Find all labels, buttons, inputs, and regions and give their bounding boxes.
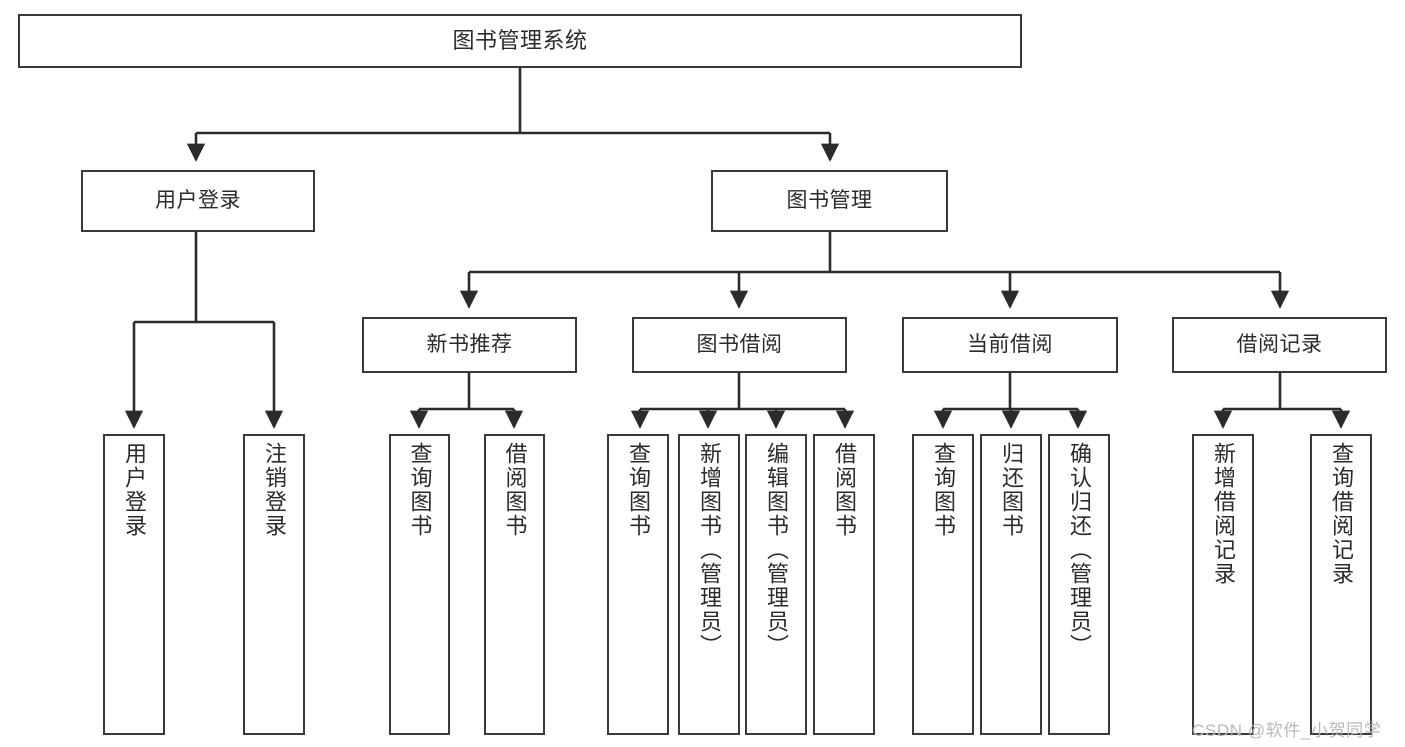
node-label: 编辑图书（管理员） <box>764 442 789 658</box>
leaf-return-books[interactable]: 归还图书 <box>980 434 1042 735</box>
node-label: 确认归还（管理员） <box>1067 442 1092 658</box>
node-label: 注销登录 <box>262 442 287 538</box>
leaf-user-login[interactable]: 用户登录 <box>103 434 165 735</box>
leaf-add-book-admin[interactable]: 新增图书（管理员） <box>678 434 740 735</box>
node-label: 新书推荐 <box>426 333 513 357</box>
node-borrow-record[interactable]: 借阅记录 <box>1172 317 1387 373</box>
node-label: 图书借阅 <box>696 333 783 357</box>
leaf-borrow-books[interactable]: 借阅图书 <box>813 434 875 735</box>
node-label: 查询图书 <box>407 442 433 538</box>
node-label: 借阅图书 <box>502 442 528 538</box>
node-label: 新增图书（管理员） <box>697 442 722 658</box>
node-label: 查询图书 <box>626 442 651 538</box>
node-label: 借阅图书 <box>832 442 857 538</box>
leaf-query-books-borrow[interactable]: 查询图书 <box>607 434 669 735</box>
leaf-query-books-current[interactable]: 查询图书 <box>912 434 974 735</box>
node-new-book-recommend[interactable]: 新书推荐 <box>362 317 577 373</box>
node-label: 用户登录 <box>155 189 241 213</box>
leaf-query-borrow-record[interactable]: 查询借阅记录 <box>1310 434 1372 735</box>
node-label: 图书管理系统 <box>452 27 588 53</box>
node-root-book-management-system[interactable]: 图书管理系统 <box>18 14 1022 68</box>
node-label: 查询借阅记录 <box>1329 442 1354 586</box>
leaf-query-books-recommend[interactable]: 查询图书 <box>389 434 450 735</box>
csdn-watermark: CSDN @软件_小贺同学 <box>1192 721 1382 740</box>
node-user-login[interactable]: 用户登录 <box>81 170 315 232</box>
node-book-borrow[interactable]: 图书借阅 <box>632 317 847 373</box>
node-label: 当前借阅 <box>967 333 1053 357</box>
node-label: 新增借阅记录 <box>1211 442 1236 586</box>
node-current-borrow[interactable]: 当前借阅 <box>902 317 1118 373</box>
node-label: 归还图书 <box>999 442 1024 538</box>
node-book-management[interactable]: 图书管理 <box>711 170 948 232</box>
node-label: 图书管理 <box>786 189 873 213</box>
leaf-edit-book-admin[interactable]: 编辑图书（管理员） <box>745 434 807 735</box>
leaf-confirm-return-admin[interactable]: 确认归还（管理员） <box>1048 434 1110 735</box>
leaf-logout[interactable]: 注销登录 <box>243 434 305 735</box>
leaf-add-borrow-record[interactable]: 新增借阅记录 <box>1192 434 1254 735</box>
node-label: 借阅记录 <box>1236 333 1323 357</box>
leaf-borrow-books-recommend[interactable]: 借阅图书 <box>484 434 545 735</box>
node-label: 用户登录 <box>122 442 147 538</box>
node-label: 查询图书 <box>931 442 956 538</box>
